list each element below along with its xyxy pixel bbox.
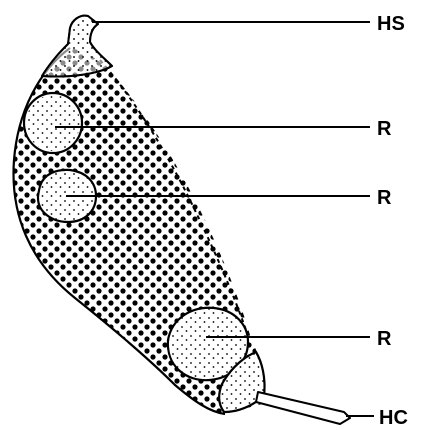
label-r-bottom: R: [377, 328, 392, 350]
hilum-structure-outline: [42, 16, 112, 77]
hc-tail: [256, 392, 350, 424]
label-r-top: R: [377, 118, 392, 140]
label-r-middle: R: [377, 187, 392, 209]
label-hs: HS: [377, 13, 405, 35]
label-hc: HC: [379, 407, 408, 429]
region-r-top: [24, 93, 82, 153]
